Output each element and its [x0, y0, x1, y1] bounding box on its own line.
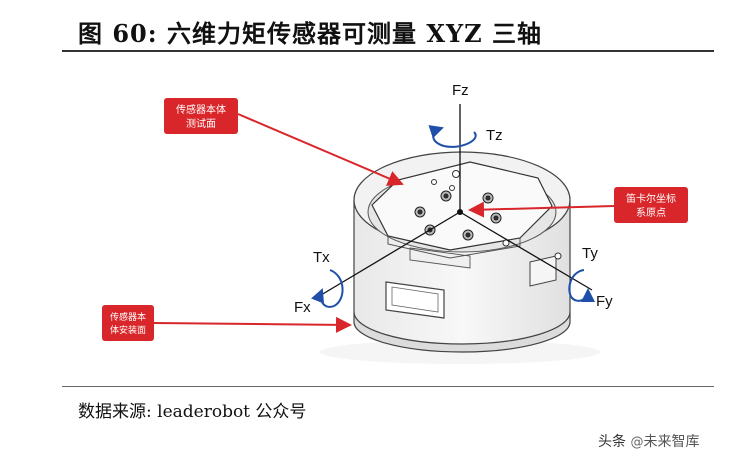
sensor-side-slot [385, 281, 445, 319]
bottom-rule [62, 386, 714, 387]
callout-test-face-line1: 传感器本体 [176, 103, 226, 116]
watermark-at: @ [630, 435, 644, 450]
axis-label-tx: Tx [313, 249, 330, 266]
coordinate-origin [457, 209, 463, 215]
watermark-name: 未来智库 [643, 434, 700, 450]
watermark: 头条 @未来智库 [598, 431, 699, 451]
coordinate-axes [315, 104, 593, 299]
top-rule [62, 50, 714, 52]
axis-label-fy: Fy [596, 293, 613, 310]
callout-test-face-line2: 测试面 [186, 117, 216, 130]
callout-mount-face-line1: 传感器本 [110, 311, 146, 323]
ty-rotation-arrow [568, 269, 595, 303]
tx-rotation-arrow [311, 269, 344, 308]
sensor-test-plate [371, 161, 553, 251]
axis-label-ty: Ty [582, 245, 598, 262]
callout-mount-face: 传感器本 体安装面 [102, 305, 352, 341]
callout-mount-face-line2: 体安装面 [110, 324, 146, 336]
axis-label-fx: Fx [294, 299, 311, 316]
tz-rotation-arrow [428, 125, 477, 148]
source-note: 数据来源: leaderobot 公众号 [78, 402, 307, 422]
axis-label-fz: Fz [452, 82, 469, 99]
mounting-holes [414, 190, 502, 241]
sensor-side-block [529, 255, 557, 287]
figure-title: 图 60: 六维力矩传感器可测量 XYZ 三轴 [78, 19, 542, 48]
axis-label-tz: Tz [486, 127, 503, 144]
callout-test-face: 传感器本体 测试面 [164, 98, 404, 186]
watermark-prefix: 头条 [598, 434, 626, 450]
callout-coord-origin: 笛卡尔坐标 系原点 [468, 187, 688, 223]
callout-coord-origin-line1: 笛卡尔坐标 [626, 192, 676, 205]
callout-coord-origin-line2: 系原点 [636, 207, 666, 219]
